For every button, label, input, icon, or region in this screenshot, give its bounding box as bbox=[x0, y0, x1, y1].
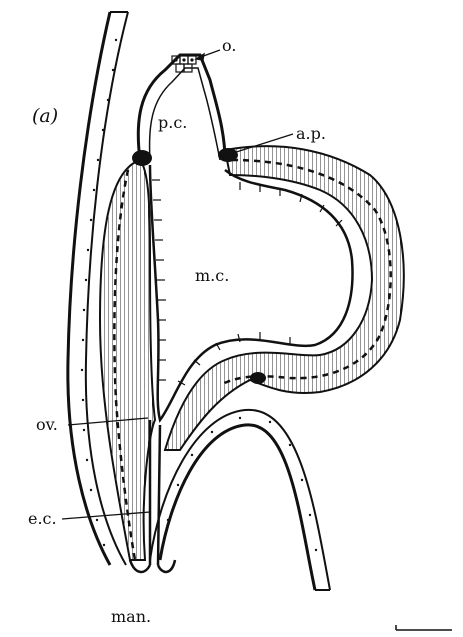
label-lower-marker: ov. bbox=[36, 417, 58, 433]
label-cell-marker: e.c. bbox=[28, 511, 57, 527]
panel-label: (a) bbox=[32, 107, 58, 126]
label-base: man. bbox=[111, 609, 151, 625]
label-main-chamber: m.c. bbox=[195, 268, 229, 284]
label-upper-chamber: p.c. bbox=[158, 115, 187, 131]
left-wall bbox=[100, 160, 155, 560]
label-opening: o. bbox=[222, 38, 236, 54]
label-pad-marker: a.p. bbox=[296, 126, 326, 142]
scale-bar bbox=[396, 625, 452, 630]
upper-chamber-wall bbox=[138, 55, 225, 160]
right-lobe bbox=[165, 146, 404, 450]
